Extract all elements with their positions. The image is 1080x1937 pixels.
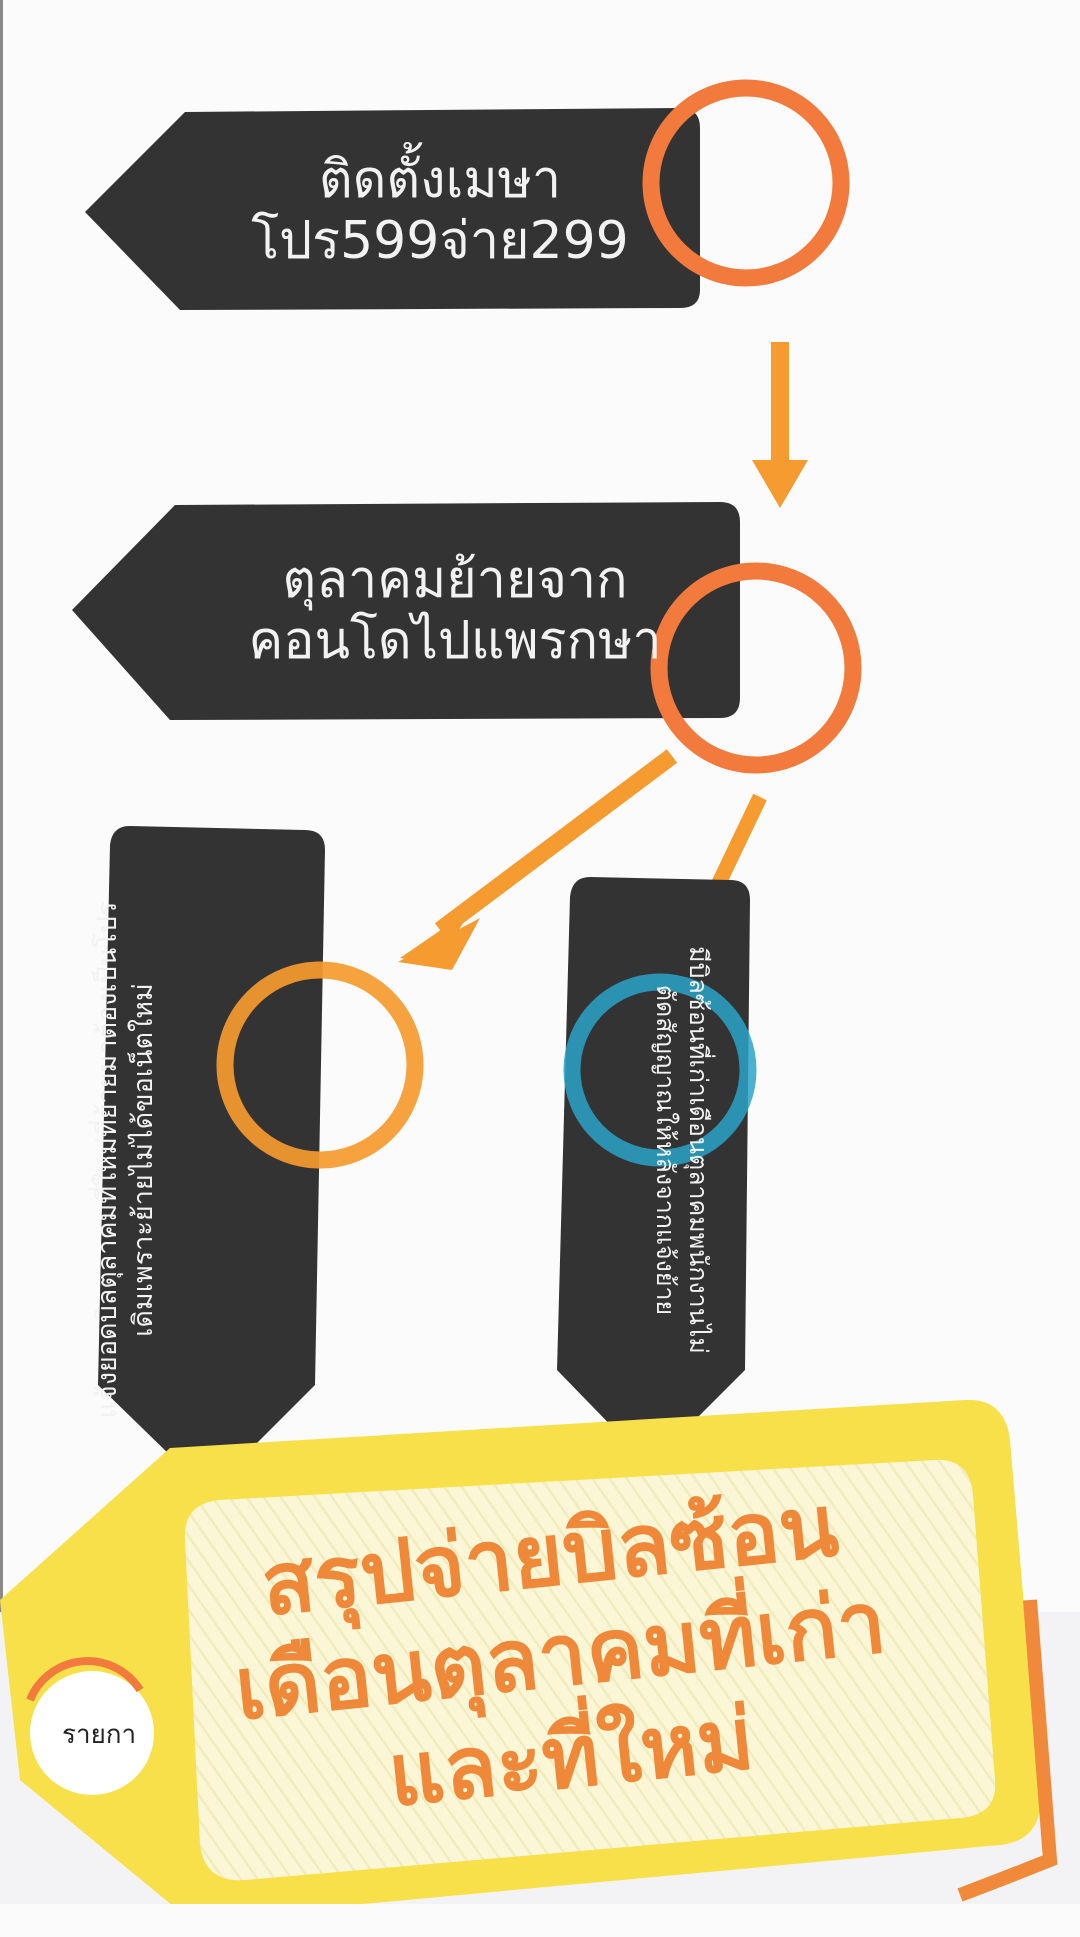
move-ring-icon [650, 562, 862, 774]
summary-tag-edge [957, 1599, 1058, 1902]
install-node-text: ติดตั้งเมษา โปร599จ่าย299 [200, 150, 680, 273]
left-edge-line [0, 0, 3, 1904]
arrow-down-icon [752, 342, 808, 508]
arrow-left-branch-icon [398, 749, 678, 970]
install-line-2: โปร599จ่าย299 [251, 211, 629, 272]
tag-hole-ring-icon [26, 1657, 144, 1702]
left-note-text: แจ้งยอดบิลตุลาคมที่ใหม่ที่ย้ายมาต้องเป็น… [92, 901, 159, 1419]
right-note-ring-icon [563, 973, 757, 1167]
side-label: รายกา [62, 1719, 137, 1749]
tag-hole-icon [30, 1671, 154, 1795]
install-line-1: ติดตั้งเมษา [318, 150, 562, 210]
move-box-shape [72, 502, 740, 720]
left-note-ring-icon [216, 961, 424, 1169]
summary-tag-inner [184, 1459, 996, 1881]
right-note-text: มีบิลซ้อนที่เก่าเดือนตุลาคมพนักงานไม่ตัด… [651, 946, 713, 1354]
move-line-2: คอนโดไปแพรกษา [248, 611, 662, 672]
install-box-shape [85, 108, 700, 310]
move-node-text: ตุลาคมย้ายจาก คอนโดไปแพรกษา [180, 550, 730, 673]
install-ring-icon [642, 79, 850, 287]
move-line-1: ตุลาคมย้ายจาก [282, 550, 628, 610]
